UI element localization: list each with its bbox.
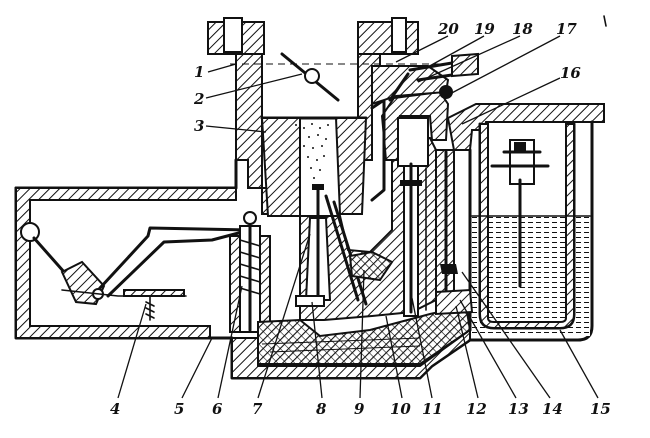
callout-10: 10	[390, 400, 411, 418]
callout-8: 8	[316, 400, 327, 418]
idle-system	[370, 90, 450, 317]
well-partition	[435, 149, 474, 316]
fuel-inlet	[371, 52, 479, 106]
leader-lines	[117, 35, 599, 399]
callout-3: 3	[194, 117, 204, 135]
callout-5: 5	[174, 400, 184, 418]
throttle-housing	[14, 158, 238, 340]
callout-7: 7	[252, 400, 263, 418]
venturi	[260, 116, 368, 217]
corner-mark	[603, 15, 607, 27]
float-chamber	[446, 103, 605, 342]
main-nozzle	[295, 184, 368, 307]
callout-2: 2	[193, 90, 204, 108]
throttle-shaft	[348, 250, 394, 282]
callout-16: 16	[560, 64, 581, 82]
callout-6: 6	[212, 400, 223, 418]
callout-19: 19	[474, 20, 495, 38]
callout-9: 9	[354, 400, 365, 418]
callout-12: 12	[466, 400, 487, 418]
air-horn	[207, 17, 470, 215]
callout-labels: 1 2 3 4 5 6 7 8 9 10 11 12 13 14 15 16 1…	[110, 20, 611, 418]
callout-11: 11	[422, 400, 443, 418]
fuel-spray	[295, 123, 329, 179]
accelerator-pump	[229, 211, 271, 333]
throttle-lever	[20, 222, 252, 321]
callout-15: 15	[590, 400, 611, 418]
callout-20: 20	[437, 20, 459, 38]
callout-18: 18	[512, 20, 533, 38]
callout-4: 4	[110, 400, 120, 418]
callout-14: 14	[542, 400, 563, 418]
callout-13: 13	[508, 400, 529, 418]
choke-valve	[280, 52, 340, 102]
callout-17: 17	[556, 20, 577, 38]
callout-1: 1	[194, 63, 204, 81]
